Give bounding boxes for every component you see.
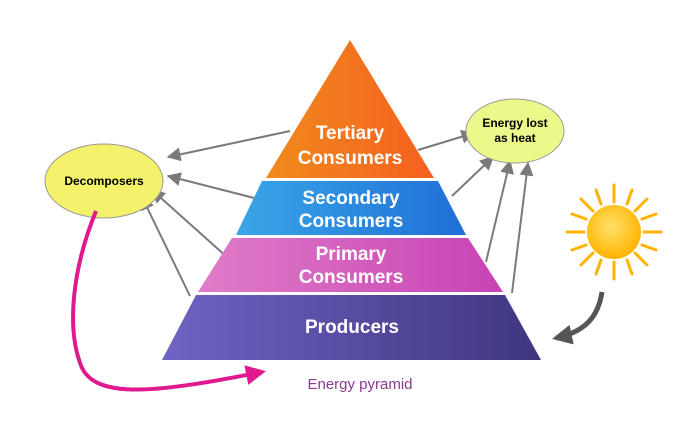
primary-label-line1: Primary — [316, 244, 387, 265]
arrows-to-decomposers — [141, 130, 291, 297]
diagram-caption: Energy pyramid — [307, 376, 412, 393]
secondary-consumers-tier — [236, 181, 466, 235]
arrow-tertiary-to-decomposers — [166, 130, 291, 162]
decomposers-label: Decomposers — [64, 174, 144, 188]
primary-consumers-tier — [198, 238, 503, 292]
producers-tier — [162, 295, 541, 360]
arrow-producers-to-heat — [511, 161, 534, 294]
arrow-primary-to-decomposers — [150, 189, 229, 259]
tertiary-label-line2: Consumers — [298, 148, 403, 169]
heat-label-line2: as heat — [494, 131, 535, 145]
producers-label: Producers — [305, 317, 399, 338]
arrows-to-heat — [417, 129, 534, 294]
pyramid: Tertiary Consumers Secondary Consumers P… — [162, 40, 541, 360]
heat-bubble: Energy lost as heat — [465, 98, 565, 164]
secondary-label-line2: Consumers — [299, 211, 404, 232]
arrow-tertiary-to-heat — [417, 129, 476, 151]
heat-label-line1: Energy lost — [482, 116, 547, 130]
primary-label-line2: Consumers — [299, 267, 404, 288]
arrow-secondary-to-heat — [451, 156, 495, 197]
secondary-label-line1: Secondary — [302, 188, 400, 209]
tertiary-consumers-tier — [266, 40, 434, 178]
sun-to-producers-arrow — [552, 291, 605, 345]
arrow-producers-to-decomposers — [141, 195, 191, 297]
recycle-arrow — [71, 210, 266, 392]
decomposers-bubble: Decomposers — [44, 143, 164, 219]
tertiary-label-line1: Tertiary — [316, 123, 385, 144]
arrow-secondary-to-decomposers — [166, 172, 263, 201]
sun-icon — [565, 183, 663, 281]
arrow-primary-to-heat — [485, 159, 514, 263]
